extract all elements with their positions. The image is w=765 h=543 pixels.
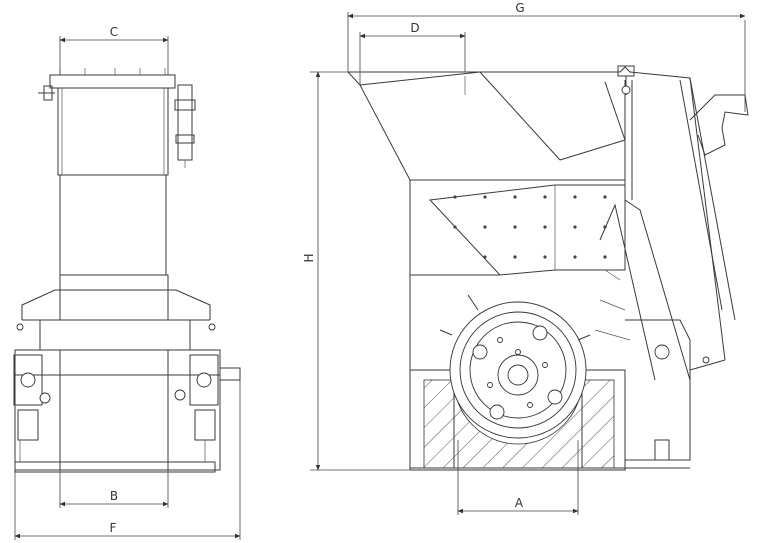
dim-label-a: A [515, 496, 524, 510]
dim-label-f: F [110, 521, 117, 535]
side-view [310, 12, 749, 515]
dim-label-h: H [302, 253, 316, 262]
front-view [13, 36, 241, 540]
dim-label-g: G [515, 1, 524, 15]
dim-label-c: C [110, 25, 118, 39]
dim-label-d: D [410, 21, 419, 35]
dim-label-b: B [110, 489, 118, 503]
